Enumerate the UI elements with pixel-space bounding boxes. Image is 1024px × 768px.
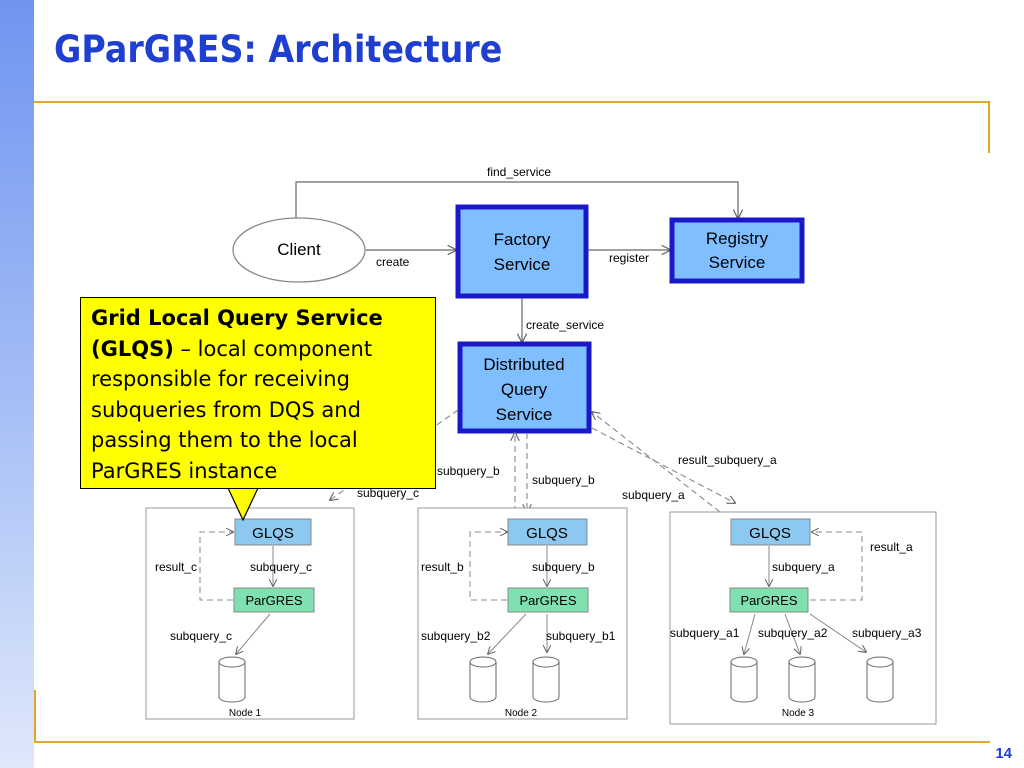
node-3-db-arrow-2 bbox=[784, 613, 800, 654]
node-3-database-2 bbox=[788, 656, 816, 703]
registry-service-label-line1: Registry bbox=[706, 229, 769, 248]
node-3-pargres bbox=[729, 587, 809, 613]
frame-line-top bbox=[34, 101, 990, 103]
node-3-glqs bbox=[730, 518, 811, 546]
factory-service-node bbox=[455, 204, 589, 299]
node-1-db-arrow bbox=[236, 613, 271, 654]
node-3-sub-label: subquery_a bbox=[772, 560, 835, 574]
node-2-database-1-top bbox=[469, 656, 497, 668]
node-3-pargres-label: ParGRES bbox=[740, 593, 797, 608]
node-3-group: GLQS ParGRES result_a subquery_a subquer… bbox=[669, 511, 937, 725]
node-3-database-3-body bbox=[866, 662, 894, 703]
label-result-subquery-a: result_subquery_a bbox=[678, 453, 777, 467]
edge-find-service bbox=[295, 181, 738, 238]
factory-service-label-line1: Factory bbox=[494, 230, 551, 249]
node-1-sub-label: subquery_c bbox=[250, 560, 312, 574]
label-subquery-a-top: subquery_a bbox=[622, 488, 685, 502]
node-2-name: Node 2 bbox=[505, 708, 538, 719]
node-2-pargres-label: ParGRES bbox=[519, 593, 576, 608]
node-2-group: GLQS ParGRES result_b subquery_b subquer… bbox=[417, 507, 628, 720]
node-3-database-2-body bbox=[788, 662, 816, 703]
node-3-db-label-2: subquery_a2 bbox=[758, 626, 828, 640]
edge-result-a-up bbox=[592, 412, 721, 513]
dqs-label-line1: Distributed bbox=[483, 355, 564, 374]
dqs-label-line2: Query bbox=[501, 380, 548, 399]
registry-service-node bbox=[669, 217, 805, 284]
edge-subquery-a-down bbox=[591, 427, 735, 503]
label-find-service: find_service bbox=[487, 165, 551, 179]
node-2-sub-label: subquery_b bbox=[532, 560, 595, 574]
node-2-database-1 bbox=[469, 656, 497, 703]
node-3-database-2-top bbox=[788, 656, 816, 668]
client-label: Client bbox=[277, 240, 321, 259]
callout-bold-text: Grid Local Query Service (GLQS) bbox=[91, 306, 383, 361]
dqs-node bbox=[457, 341, 592, 434]
label-create: create bbox=[376, 255, 410, 269]
node-3-result-arrow bbox=[810, 532, 863, 601]
left-accent-bar bbox=[0, 0, 34, 768]
node-2-glqs bbox=[507, 518, 588, 546]
node-3-database-1 bbox=[730, 656, 758, 703]
node-1-database-1-top bbox=[218, 656, 246, 668]
glqs-callout: Grid Local Query Service (GLQS) – local … bbox=[80, 297, 436, 489]
factory-service-label-line2: Service bbox=[494, 255, 551, 274]
node-1-db-label-1: subquery_c bbox=[170, 629, 232, 643]
node-1-pargres bbox=[233, 587, 315, 613]
node-1-group: GLQS ParGRES result_c subquery_c subquer… bbox=[145, 507, 355, 720]
label-subquery-b-top: subquery_b bbox=[437, 464, 500, 478]
callout-body-text: – local component responsible for receiv… bbox=[91, 336, 373, 483]
node-2-result-arrow bbox=[469, 532, 507, 601]
client-node bbox=[232, 217, 366, 283]
node-2-glqs-label: GLQS bbox=[526, 525, 568, 542]
label-register: register bbox=[609, 251, 649, 265]
node-1-glqs-label: GLQS bbox=[252, 525, 294, 542]
node-3-database-3-top bbox=[866, 656, 894, 668]
node-3-database-1-body bbox=[730, 662, 758, 703]
label-create-service: create_service bbox=[526, 318, 604, 332]
label-subquery-c-top: subquery_c bbox=[357, 486, 419, 500]
dqs-label-line3: Service bbox=[496, 405, 553, 424]
node-3-result-label: result_a bbox=[870, 540, 913, 554]
page-number: 14 bbox=[995, 745, 1012, 762]
node-3-glqs-label: GLQS bbox=[749, 525, 791, 542]
node-3-database-1-top bbox=[730, 656, 758, 668]
node-3-database-3 bbox=[866, 656, 894, 703]
node-3-name: Node 3 bbox=[782, 708, 815, 719]
registry-service-label-line2: Service bbox=[709, 253, 766, 272]
node-3-db-arrow-1 bbox=[744, 613, 756, 654]
slide-title: GParGRES: Architecture bbox=[54, 28, 503, 71]
node-1-database-1-body bbox=[218, 662, 246, 703]
node-2-database-1-body bbox=[469, 662, 497, 703]
node-1-database-1 bbox=[218, 656, 246, 703]
node-1-result-label: result_c bbox=[155, 560, 197, 574]
node-3-db-label-3: subquery_a3 bbox=[852, 626, 922, 640]
node-2-db-label-2: subquery_b1 bbox=[546, 629, 616, 643]
node-2-db-arrow-1 bbox=[488, 613, 527, 654]
node-1-name: Node 1 bbox=[229, 708, 262, 719]
node-2-db-label-1: subquery_b2 bbox=[421, 629, 491, 643]
node-2-database-2 bbox=[532, 656, 560, 703]
frame-line-right bbox=[988, 101, 990, 153]
frame-line-bottom bbox=[34, 741, 990, 743]
label-subquery-b-mid: subquery_b bbox=[532, 473, 595, 487]
node-2-pargres bbox=[507, 587, 589, 613]
frame-line-left bbox=[34, 690, 36, 742]
node-2-database-2-top bbox=[532, 656, 560, 668]
node-1-glqs bbox=[234, 518, 312, 546]
node-2-result-label: result_b bbox=[421, 560, 464, 574]
node-3-db-arrow-3 bbox=[809, 613, 866, 652]
node-2-database-2-body bbox=[532, 662, 560, 703]
node-3-db-label-1: subquery_a1 bbox=[670, 626, 740, 640]
node-1-pargres-label: ParGRES bbox=[245, 593, 302, 608]
